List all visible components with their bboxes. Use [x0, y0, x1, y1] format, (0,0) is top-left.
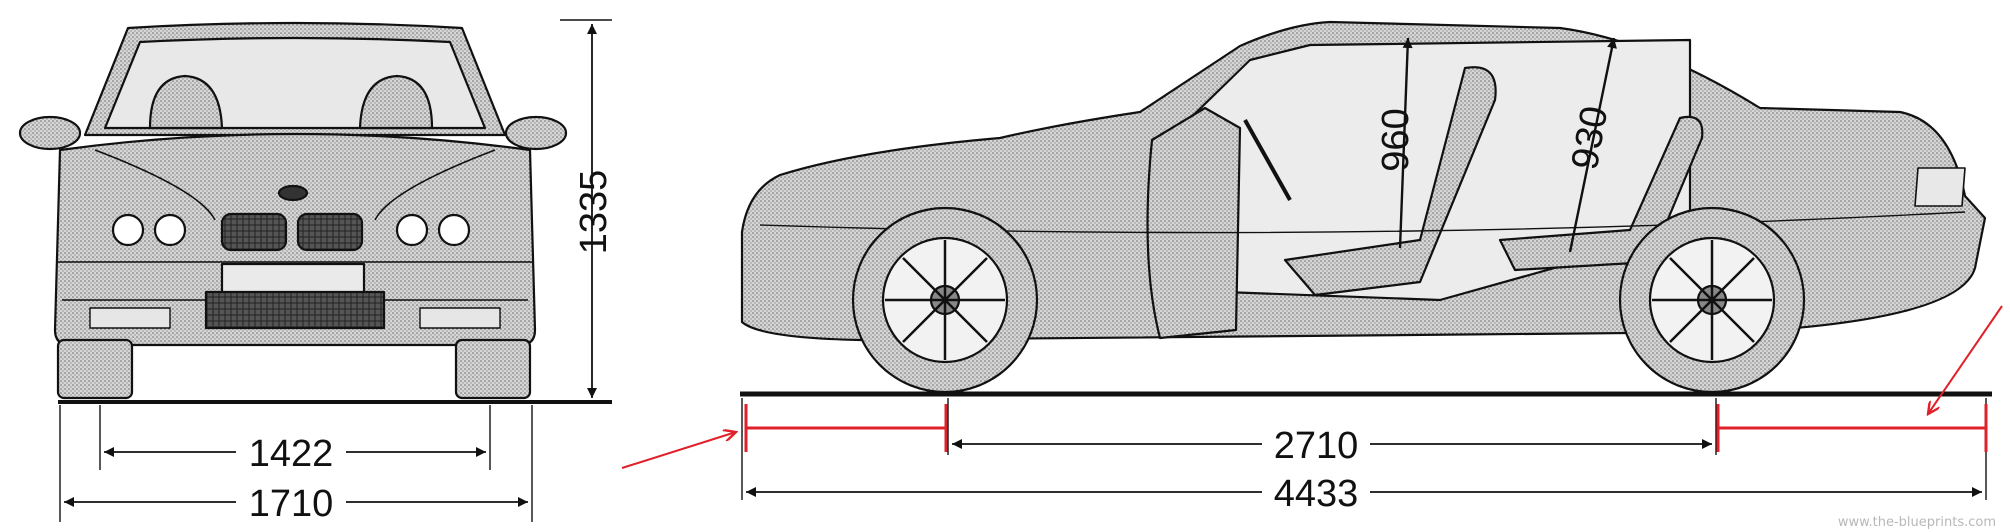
brand-logo-icon — [277, 184, 309, 202]
open-door — [1146, 106, 1242, 340]
wheelbase-label: 2710 — [1274, 425, 1359, 467]
lower-intake — [204, 290, 386, 330]
height-label: 1335 — [573, 170, 615, 255]
annotation-arrow-icon — [1928, 305, 2003, 414]
height-dimension: 1335 — [560, 19, 615, 398]
headlight-icon — [111, 213, 145, 247]
headroom-front-dimension: 960 — [1375, 37, 1417, 249]
headlight-icon — [437, 213, 471, 247]
front-seat-side — [1283, 66, 1497, 297]
front-overhang-annotation — [621, 404, 948, 469]
front-seat-right — [358, 74, 434, 130]
track-label: 1422 — [249, 433, 334, 475]
mirror-right-icon — [504, 115, 568, 151]
headroom-front-label: 960 — [1375, 108, 1417, 171]
front-view — [18, 21, 568, 400]
width-dimension: 1710 — [59, 405, 533, 525]
headlight-icon — [395, 213, 429, 247]
mirror-left-icon — [18, 115, 82, 151]
plate-area — [220, 262, 366, 296]
annotation-arrow-icon — [621, 432, 736, 469]
kidney-grille-icon — [296, 212, 364, 252]
kidney-grille-icon — [220, 212, 288, 252]
front-seat-left — [148, 74, 224, 130]
rear-overhang-annotation — [1716, 305, 2003, 452]
front-track-dimension: 1422 — [99, 405, 491, 475]
headlight-icon — [153, 213, 187, 247]
wheelbase-dimension: 2710 — [952, 425, 1712, 467]
width-label: 1710 — [249, 483, 334, 525]
front-tyre-right — [454, 338, 532, 400]
front-tyre-left — [56, 338, 134, 400]
side-view — [740, 20, 1987, 394]
length-dimension: 4433 — [746, 473, 1982, 515]
length-label: 4433 — [1274, 473, 1359, 515]
watermark: www.the-blueprints.com — [1838, 515, 1996, 530]
